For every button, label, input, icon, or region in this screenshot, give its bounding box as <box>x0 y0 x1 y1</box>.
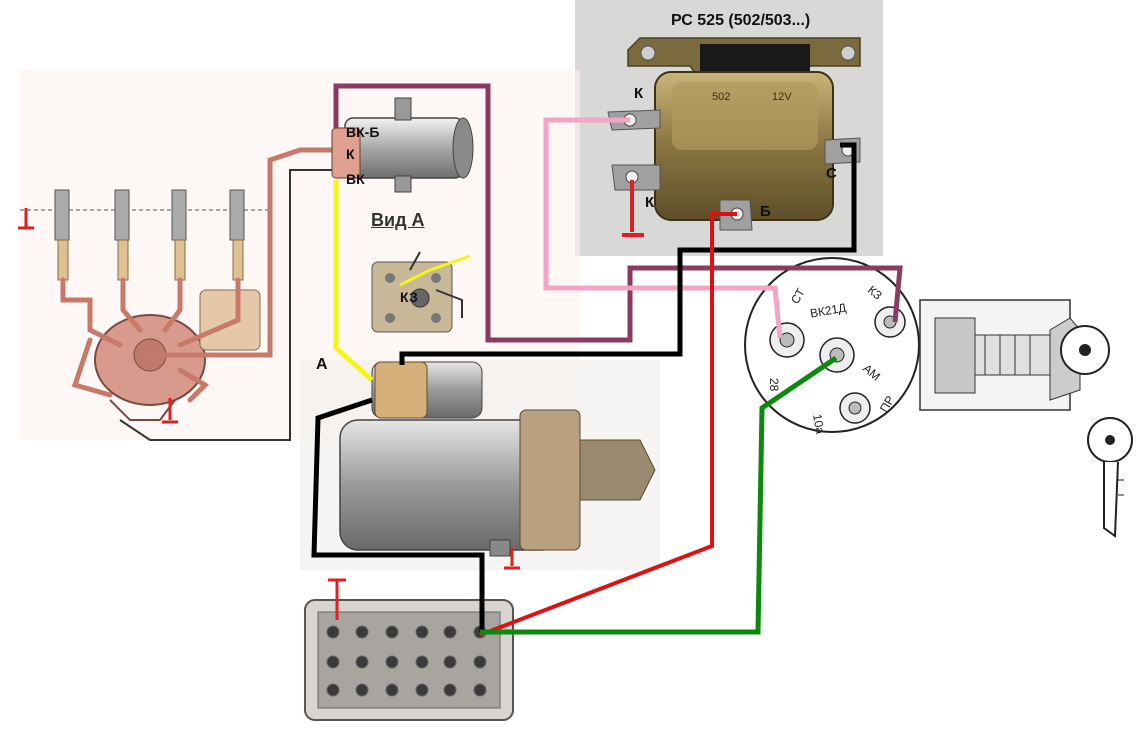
relay-pin-k-bottom: К <box>645 194 655 211</box>
fuse-block <box>304 599 514 721</box>
switch-kz-label: КЗ <box>865 283 885 303</box>
yellow-wire <box>333 180 374 382</box>
switch-center-label: ВК21Д <box>809 301 847 321</box>
relay-body <box>607 37 861 231</box>
black-wire <box>399 142 857 365</box>
coil-pin-k: К <box>346 146 355 162</box>
wires <box>311 83 903 637</box>
key-icon <box>1060 325 1133 538</box>
switch-28-label: 28 <box>767 378 781 392</box>
switch-10a-label: 10а <box>810 413 827 435</box>
view-a-detail <box>371 251 471 333</box>
relay-pin-k-top: К <box>634 85 644 102</box>
starter-a-label: А <box>316 356 328 373</box>
relay-pin-s: С <box>826 165 837 182</box>
starter-motor <box>300 360 660 570</box>
key-lock-cross-section <box>919 299 1081 411</box>
relay-body-text-1: 502 <box>712 91 730 103</box>
view-a-title: Вид А <box>371 210 425 230</box>
purple-wire <box>333 83 903 343</box>
spark-plugs <box>20 189 270 281</box>
dist-to-coil-wire <box>119 169 340 441</box>
red-wire <box>479 212 737 637</box>
ignition-coil <box>331 97 474 193</box>
coil-pin-vk: ВК <box>346 171 365 187</box>
ht-leads <box>60 147 343 403</box>
relay-pin-b: Б <box>760 203 771 220</box>
relay-title: РС 525 (502/503...) <box>671 12 811 29</box>
ground-symbols <box>18 180 644 620</box>
black-wire-2 <box>311 397 485 632</box>
view-a-terminal-label: КЗ <box>400 289 418 305</box>
pink-wire <box>543 117 783 339</box>
green-wire <box>480 355 838 635</box>
relay-body-text-2: 12V <box>772 91 792 103</box>
coil-pin-vkb: ВК-Б <box>346 124 380 140</box>
